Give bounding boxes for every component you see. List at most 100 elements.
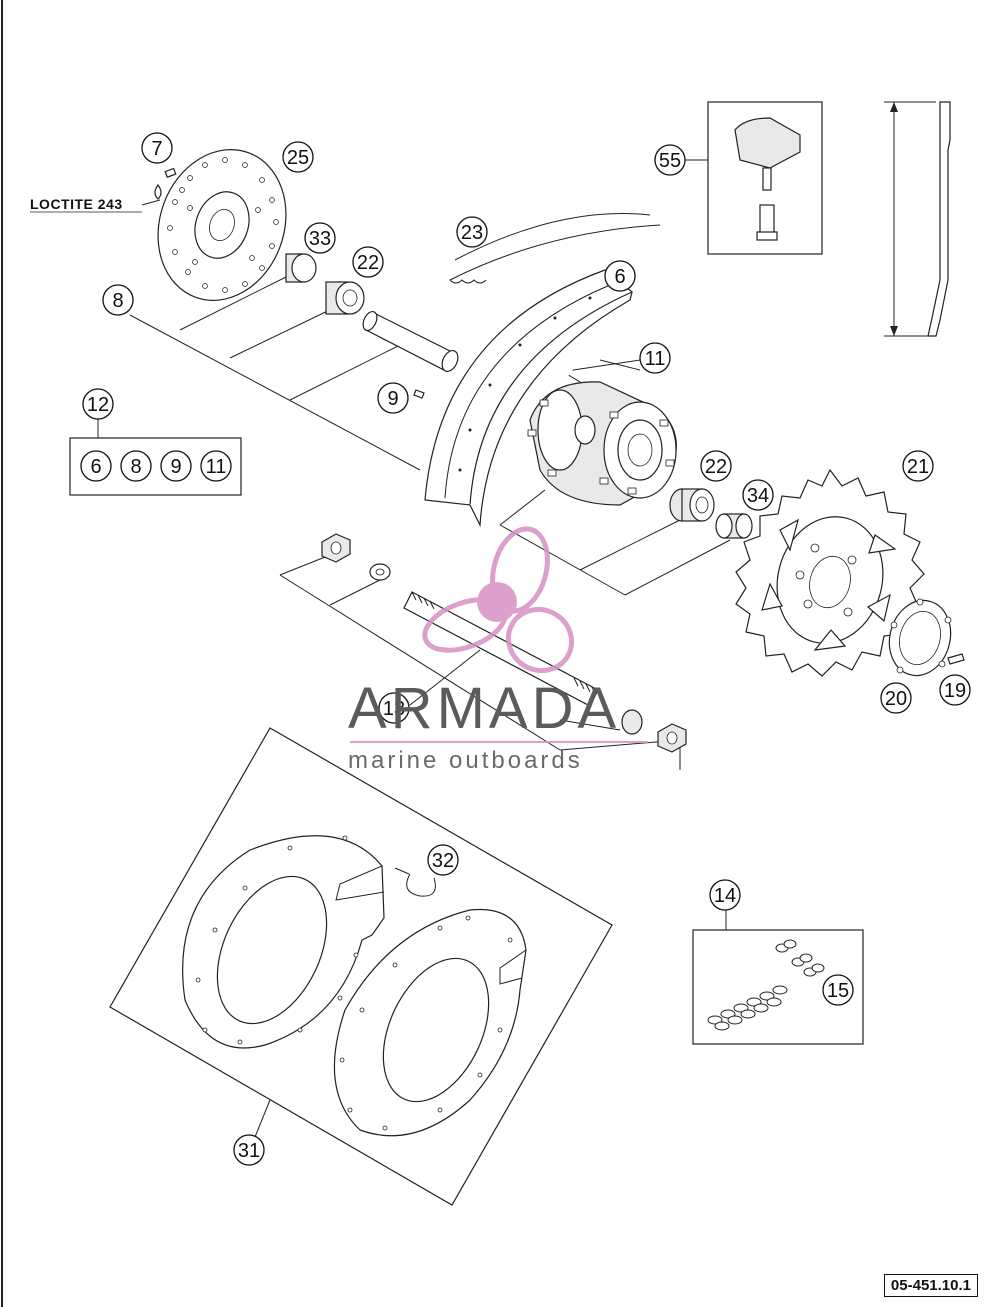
disc-screw (154, 167, 177, 200)
rim-tape (449, 212, 661, 284)
callout-number: 21 (907, 456, 929, 478)
callout-circle (377, 382, 409, 414)
spoke-nipple (413, 389, 425, 399)
callout-circle (639, 342, 671, 374)
callout-circle (141, 132, 173, 164)
callout-number: 7 (151, 138, 162, 160)
callout-34: 34 (742, 479, 774, 511)
callout-number: 20 (885, 688, 907, 710)
callout-8: 8 (102, 284, 134, 316)
wheel-rim (424, 269, 634, 528)
callout-22: 22 (700, 450, 732, 482)
callout-number: 19 (944, 680, 966, 702)
callout-19: 19 (939, 674, 971, 706)
callout-number: 33 (309, 228, 331, 250)
callout-number: 12 (87, 394, 109, 416)
watermark-logo-icon (477, 582, 517, 622)
callout-number: 22 (705, 456, 727, 478)
callout-circle (709, 879, 741, 911)
spacer (285, 253, 317, 283)
callout-number: 13 (383, 698, 405, 720)
callout-14: 14 (709, 879, 741, 911)
rear-sprocket (735, 468, 925, 677)
callout-23: 23 (456, 216, 488, 248)
bearing-right (669, 488, 715, 522)
callout-number: 23 (461, 222, 483, 244)
callout-number: 31 (238, 1140, 260, 1162)
callout-number: 14 (714, 885, 736, 907)
valve-parts-box (707, 101, 823, 255)
callout-circle (378, 692, 410, 724)
brake-disc (157, 149, 287, 301)
callout-33: 33 (304, 222, 336, 254)
callout-number: 8 (112, 290, 123, 312)
callout-55: 55 (654, 144, 686, 176)
callout-20: 20 (880, 682, 912, 714)
callout-number: 11 (645, 348, 666, 370)
watermark-brand: ARMADA (348, 676, 620, 741)
set-item-11: 11 (200, 450, 232, 482)
callout-32: 32 (427, 844, 459, 876)
callout-22: 22 (352, 246, 384, 278)
reference-code: 05-451.10.1 (883, 1274, 978, 1297)
callout-6: 6 (604, 260, 636, 292)
callout-circle (82, 388, 114, 420)
wheel-hub (527, 381, 677, 506)
callout-number: 22 (357, 252, 379, 274)
callout-circle (80, 450, 112, 482)
callout-circle (456, 216, 488, 248)
callout-circle (160, 450, 192, 482)
callout-circle (902, 450, 934, 482)
set-item-9: 9 (160, 450, 192, 482)
callout-circle (102, 284, 134, 316)
sprocket-ring (888, 598, 952, 677)
callout-31: 31 (233, 1134, 265, 1166)
callout-circle (822, 974, 854, 1006)
spacer-right (715, 513, 753, 539)
set-item-6: 6 (80, 450, 112, 482)
loctite-label: LOCTITE 243 (30, 196, 123, 212)
callout-circle (742, 479, 774, 511)
callout-number: 34 (747, 485, 769, 507)
callout-number: 6 (90, 456, 101, 478)
callout-15: 15 (822, 974, 854, 1006)
callout-circle (352, 246, 384, 278)
callout-number: 9 (170, 456, 181, 478)
callout-circle (282, 141, 314, 173)
watermark-tagline: marine outboards (348, 747, 583, 774)
callout-circle (654, 144, 686, 176)
bearing-left (325, 281, 365, 315)
callout-number: 8 (130, 456, 141, 478)
callout-number: 25 (287, 147, 309, 169)
leader-lines (97, 159, 826, 1138)
callout-circle (939, 674, 971, 706)
callout-25: 25 (282, 141, 314, 173)
watermark (350, 526, 648, 743)
callout-number: 55 (659, 150, 681, 172)
callout-circle (880, 682, 912, 714)
callout-group: 7 25 33 22 8 23 6 55 11 9 12 22 34 21 13 20 19 32 14 15 31 6 8… (80, 132, 971, 1166)
disc-guard-panel (109, 727, 613, 1206)
callout-circle (120, 450, 152, 482)
callout-7: 7 (141, 132, 173, 164)
callout-21: 21 (902, 450, 934, 482)
callout-number: 32 (432, 850, 454, 872)
callout-circle (200, 450, 232, 482)
callout-circle (427, 844, 459, 876)
spacer-tube (362, 310, 459, 372)
callout-number: 9 (387, 388, 398, 410)
sprocket-bolt (947, 653, 965, 665)
callout-circle (700, 450, 732, 482)
callout-circle (233, 1134, 265, 1166)
callout-number: 15 (827, 980, 849, 1002)
callout-number: 6 (614, 266, 625, 288)
spoke (884, 101, 951, 337)
callout-11: 11 (639, 342, 671, 374)
callout-9: 9 (377, 382, 409, 414)
set-item-8: 8 (120, 450, 152, 482)
callout-12: 12 (82, 388, 114, 420)
callout-circle (604, 260, 636, 292)
callout-13: 13 (378, 692, 410, 724)
